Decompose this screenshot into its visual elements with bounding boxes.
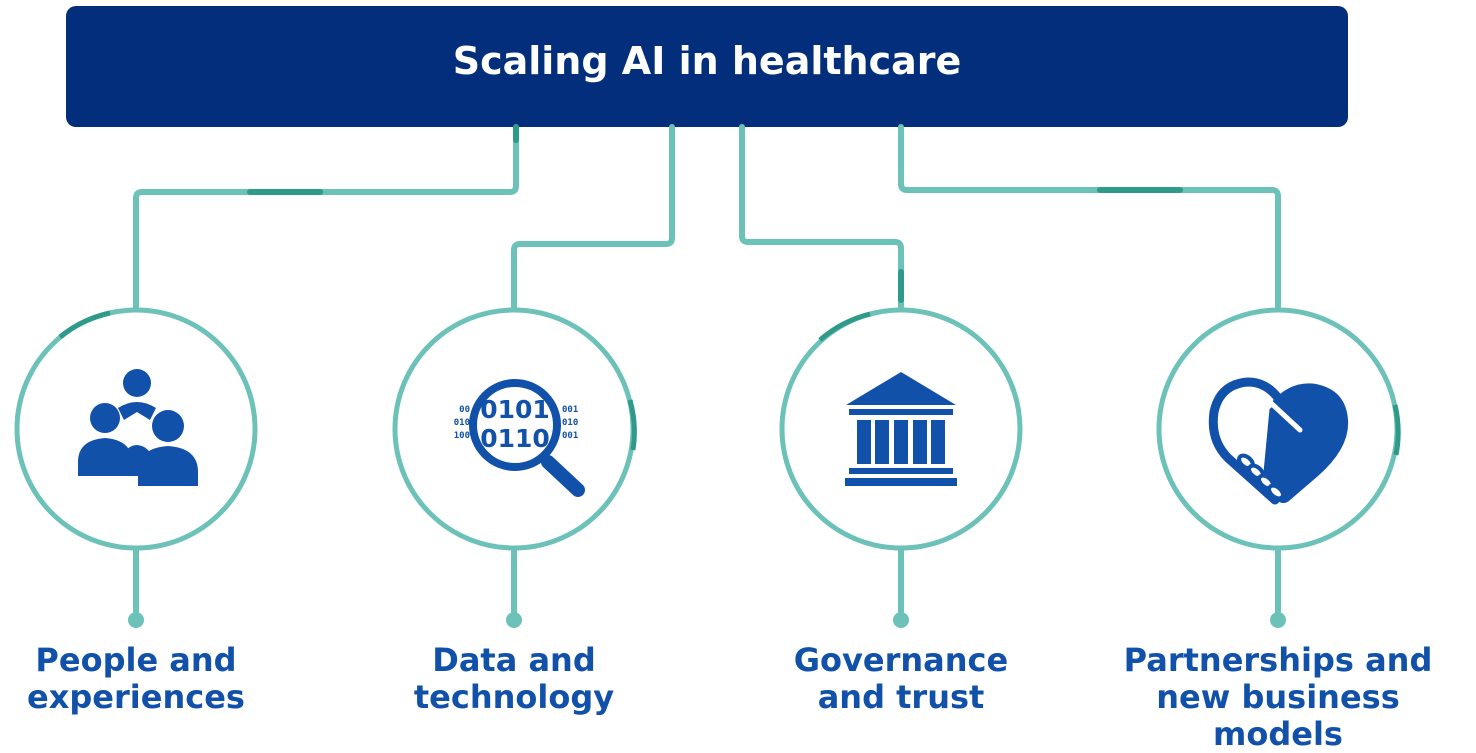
people-group-icon [78, 369, 198, 486]
svg-text:001: 001 [562, 405, 578, 415]
connector-partnerships [898, 124, 1281, 313]
pillar-label-data: Data and technology [324, 642, 704, 716]
svg-text:100: 100 [454, 431, 470, 441]
svg-text:001: 001 [562, 431, 578, 441]
connector-governance [739, 124, 904, 313]
dot-data [506, 612, 522, 628]
connector-network: 0101 0110 00 010 100 001 010 001 [14, 124, 1401, 628]
connector-people [133, 124, 519, 313]
pillar-label-people: People and experiences [0, 642, 326, 716]
connector-data [511, 124, 675, 313]
pillar-label-partnerships: Partnerships and new business models [1088, 642, 1468, 753]
handshake-heart-icon [1208, 377, 1349, 505]
diagram-header: Scaling AI in healthcare [66, 6, 1348, 127]
pillar-label-line2: and trust [817, 678, 985, 716]
dot-partnerships [1270, 612, 1286, 628]
government-building-icon [845, 372, 957, 486]
diagram-title: Scaling AI in healthcare [452, 38, 962, 83]
dot-people [128, 612, 144, 628]
svg-text:0101: 0101 [480, 395, 550, 424]
pillar-label-line1: Partnerships and [1123, 641, 1433, 679]
pillar-label-line1: Governance [793, 641, 1009, 679]
svg-text:010: 010 [562, 418, 578, 428]
pillar-label-line2: new business models [1156, 678, 1400, 753]
pillar-label-line2: technology [413, 678, 615, 716]
circle-people [14, 307, 258, 551]
svg-text:0110: 0110 [480, 424, 550, 453]
binary-magnifier-icon: 0101 0110 00 010 100 001 010 001 [454, 379, 585, 497]
dot-governance [893, 612, 909, 628]
svg-text:00: 00 [459, 405, 470, 415]
pillar-label-line1: People and [35, 641, 237, 679]
pillar-label-governance: Governance and trust [711, 642, 1091, 716]
pillar-label-line2: experiences [27, 678, 245, 716]
pillar-label-line1: Data and [432, 641, 596, 679]
svg-text:010: 010 [454, 418, 470, 428]
